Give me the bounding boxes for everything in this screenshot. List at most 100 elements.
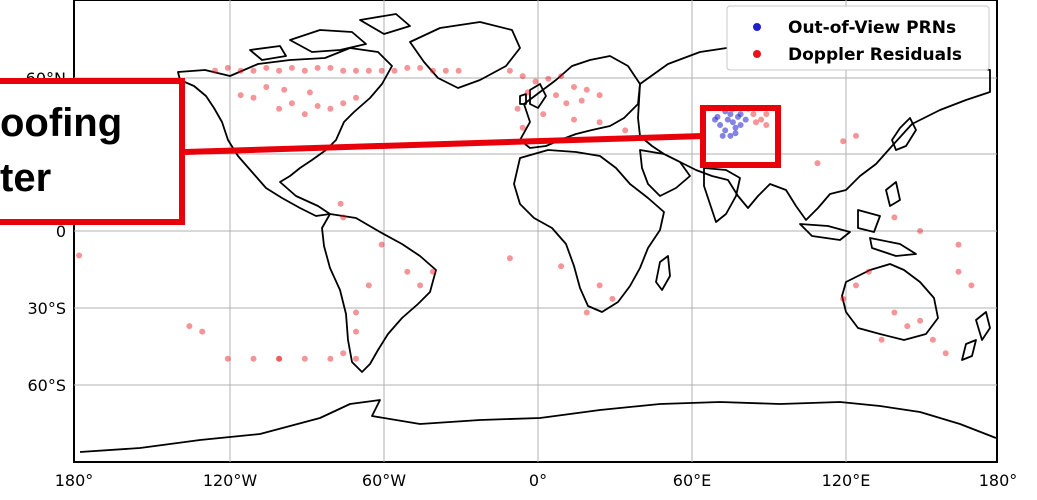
doppler-residual-point bbox=[353, 309, 359, 316]
doppler-residual-point bbox=[417, 64, 424, 71]
doppler-residual-point bbox=[301, 111, 308, 118]
doppler-residual-point bbox=[891, 309, 898, 316]
legend-marker-out-of-view bbox=[753, 23, 761, 31]
out-of-view-point bbox=[727, 111, 734, 118]
doppler-residual-point bbox=[276, 355, 283, 362]
lon-tick-label: 180° bbox=[55, 471, 94, 490]
doppler-residual-point bbox=[212, 67, 218, 74]
doppler-residual-point bbox=[353, 94, 359, 101]
doppler-residual-point bbox=[404, 64, 411, 71]
doppler-residual-point bbox=[596, 92, 603, 99]
doppler-residual-point bbox=[340, 67, 347, 74]
doppler-residual-point bbox=[853, 282, 859, 289]
doppler-residual-point bbox=[353, 355, 359, 362]
doppler-residual-point bbox=[337, 200, 344, 207]
doppler-residual-point bbox=[583, 86, 590, 93]
doppler-residual-point bbox=[250, 355, 257, 362]
doppler-residual-point bbox=[404, 268, 411, 275]
doppler-residual-point bbox=[558, 73, 565, 80]
out-of-view-point bbox=[732, 124, 739, 131]
out-of-view-point bbox=[714, 113, 721, 120]
doppler-residual-point bbox=[250, 94, 257, 101]
doppler-residual-point bbox=[532, 78, 539, 85]
out-of-view-point bbox=[742, 116, 749, 123]
callout-line-1: oofing bbox=[0, 101, 123, 145]
callout-box bbox=[0, 78, 185, 225]
doppler-residual-point bbox=[753, 119, 759, 126]
legend-label-out-of-view: Out-of-View PRNs bbox=[788, 18, 956, 38]
doppler-residual-point bbox=[365, 67, 372, 74]
out-of-view-point bbox=[737, 122, 744, 128]
doppler-residual-point bbox=[186, 323, 193, 330]
doppler-residual-point bbox=[558, 263, 565, 270]
coastlines bbox=[79, 13, 997, 453]
doppler-residual-point bbox=[865, 268, 872, 275]
doppler-residual-point bbox=[840, 138, 847, 145]
lon-tick-label: 120°E bbox=[822, 471, 871, 490]
lat-tick-label: 0 bbox=[56, 222, 66, 241]
doppler-residual-point bbox=[306, 89, 313, 96]
doppler-residual-point bbox=[571, 84, 577, 90]
lon-tick-label: 0° bbox=[529, 471, 547, 490]
antarctica-outline bbox=[79, 399, 997, 453]
greenland-outline bbox=[409, 21, 521, 89]
points-layer bbox=[76, 64, 975, 362]
out-of-view-point bbox=[717, 122, 724, 128]
lon-tick-label: 180° bbox=[979, 471, 1018, 490]
doppler-residual-point bbox=[596, 282, 603, 289]
doppler-residual-point bbox=[758, 116, 765, 123]
doppler-residual-point bbox=[340, 214, 347, 221]
australia-outline bbox=[841, 263, 939, 341]
doppler-residual-point bbox=[276, 67, 283, 74]
doppler-residual-point bbox=[917, 228, 924, 234]
doppler-residual-point bbox=[314, 103, 321, 109]
lon-tick-label: 60°E bbox=[673, 471, 711, 490]
doppler-residual-point bbox=[578, 97, 585, 104]
doppler-residual-point bbox=[429, 268, 436, 275]
out-of-view-point bbox=[719, 132, 726, 139]
doppler-residual-point bbox=[609, 295, 616, 302]
southeast-asia-islands-outline bbox=[799, 181, 917, 257]
doppler-residual-point bbox=[878, 336, 885, 343]
doppler-residual-point bbox=[378, 67, 385, 74]
doppler-residual-point bbox=[563, 100, 570, 107]
doppler-residual-point bbox=[904, 323, 911, 330]
doppler-residual-point bbox=[814, 160, 821, 167]
doppler-residual-point bbox=[583, 309, 590, 316]
doppler-residual-point bbox=[288, 100, 295, 107]
doppler-residual-point bbox=[955, 268, 962, 275]
doppler-residual-point bbox=[250, 67, 257, 74]
doppler-residual-point bbox=[519, 73, 526, 80]
legend-label-doppler: Doppler Residuals bbox=[788, 45, 962, 65]
doppler-residual-point bbox=[506, 255, 513, 262]
lon-tick-labels: 180° 120°W 60°W 0° 60°E 120°E 180° bbox=[55, 471, 1018, 490]
lon-tick-label: 60°W bbox=[362, 471, 406, 490]
doppler-residual-point bbox=[417, 282, 424, 289]
doppler-residual-point bbox=[340, 100, 347, 107]
out-of-view-point bbox=[737, 111, 744, 118]
india-outline bbox=[703, 167, 741, 223]
doppler-residual-point bbox=[524, 89, 531, 96]
japan-outline bbox=[891, 117, 917, 151]
doppler-residual-point bbox=[506, 67, 513, 74]
british-isles-outline bbox=[519, 83, 547, 109]
doppler-residual-point bbox=[301, 67, 308, 74]
doppler-residual-point bbox=[288, 64, 295, 71]
doppler-residual-point bbox=[545, 75, 552, 82]
out-of-view-point bbox=[732, 130, 739, 137]
madagascar-outline bbox=[655, 255, 671, 291]
arabia-outline bbox=[639, 149, 691, 197]
doppler-residual-point bbox=[853, 132, 859, 139]
doppler-residual-point bbox=[237, 92, 244, 99]
doppler-residual-point bbox=[929, 336, 936, 343]
doppler-residual-point bbox=[750, 111, 757, 118]
doppler-residual-point bbox=[840, 295, 847, 302]
callout-connector bbox=[184, 133, 704, 155]
doppler-residual-point bbox=[763, 111, 770, 118]
doppler-residual-point bbox=[76, 252, 83, 259]
doppler-residual-point bbox=[455, 67, 462, 74]
doppler-residual-point bbox=[340, 350, 347, 357]
doppler-residual-point bbox=[224, 64, 231, 71]
callout-line-2: ter bbox=[0, 156, 52, 200]
